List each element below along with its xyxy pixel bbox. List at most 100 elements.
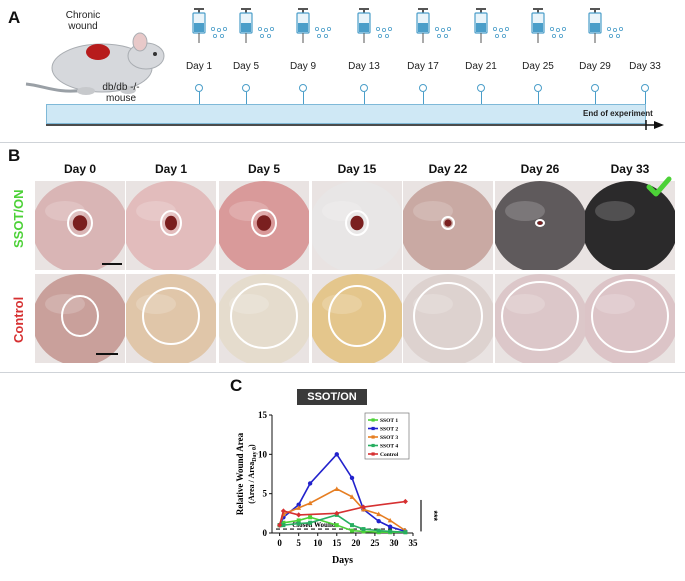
series-line (279, 514, 406, 534)
data-point (334, 523, 339, 528)
panel-a-letter: A (8, 8, 21, 27)
syringe-icon (527, 8, 549, 44)
scale-bar (102, 263, 122, 265)
panel-b-letter: B (8, 146, 21, 165)
photo-day-header: Day 22 (428, 162, 468, 176)
series-line (278, 500, 406, 526)
scale-bar (96, 353, 118, 355)
photo-day-header: Day 0 (63, 162, 97, 176)
treated-wound-photo (403, 181, 493, 270)
control-wound-photo (35, 274, 125, 363)
row-label-control: Control (11, 296, 26, 343)
timeline-day-label: Day 33 (629, 61, 661, 72)
data-point (307, 500, 313, 506)
syringe-icon (292, 8, 314, 44)
treated-wound-photo (585, 181, 675, 270)
photo-day-header: Day 33 (610, 162, 650, 176)
data-point (280, 508, 287, 514)
data-point (350, 528, 355, 533)
legend-entry: SSOT 3 (380, 435, 398, 441)
data-point (376, 519, 381, 524)
control-wound-photo (126, 274, 216, 363)
panel-c-letter: C (230, 376, 243, 395)
x-tick-label: 30 (389, 538, 399, 548)
data-point (296, 502, 301, 507)
data-point (307, 481, 313, 486)
timeline-bar (46, 104, 646, 124)
timeline-marker (242, 84, 250, 92)
x-tick-label: 35 (409, 538, 419, 548)
series-line (278, 488, 406, 532)
y-tick-label: 0 (263, 528, 268, 538)
chart-title: SSOT/ON (297, 389, 367, 405)
timeline-stem (364, 92, 365, 104)
photo-day-header: Day 26 (520, 162, 560, 176)
syringe-icon (235, 8, 257, 44)
row-label-treated: SSOT/ON (11, 189, 26, 248)
data-point (388, 529, 393, 534)
timeline-day-label: Day 25 (522, 61, 554, 72)
timeline-stem (303, 92, 304, 104)
data-point (296, 521, 301, 526)
timeline-arrow (46, 120, 664, 130)
legend-entry: SSOT 1 (380, 418, 398, 424)
data-point (387, 524, 393, 529)
cells-icon (434, 26, 452, 40)
legend-marker (371, 418, 375, 422)
legend-entry: SSOT 4 (380, 444, 398, 450)
divider-a-b (0, 142, 685, 143)
timeline-marker (195, 84, 203, 92)
timeline-stem (645, 92, 646, 104)
syringe-icon (584, 8, 606, 44)
y-tick-label: 5 (263, 489, 268, 499)
timeline-day-label: Day 9 (289, 61, 317, 72)
timeline-day-label: Day 1 (185, 61, 213, 72)
timeline-day-label: Day 21 (465, 61, 497, 72)
timeline-day-label: Day 13 (348, 61, 380, 72)
x-tick-label: 10 (313, 538, 323, 548)
data-point (402, 498, 408, 505)
data-point (350, 523, 355, 528)
data-point (361, 527, 366, 532)
check-mark-icon (646, 176, 672, 197)
syringe-icon (412, 8, 434, 44)
data-point (361, 529, 366, 534)
data-point (296, 505, 302, 510)
closed-wound-label: Closed Wound (292, 521, 336, 529)
timeline-marker (477, 84, 485, 92)
timeline-stem (481, 92, 482, 104)
control-wound-photo (219, 274, 309, 363)
treated-wound-photo (312, 181, 402, 270)
timeline-day-label: Day 17 (407, 61, 439, 72)
legend-marker (371, 435, 375, 439)
timeline-stem (423, 92, 424, 104)
timeline-day-label: Day 29 (579, 61, 611, 72)
x-tick-label: 0 (277, 538, 282, 548)
photo-day-header: Day 1 (154, 162, 188, 176)
y-axis-label-secondary: (Area / AreaDay 0) (247, 444, 258, 504)
x-tick-label: 25 (370, 538, 380, 548)
data-point (376, 511, 382, 517)
end-of-experiment-label: End of experiment (583, 109, 653, 118)
legend-entry: Control (380, 452, 399, 458)
syringe-icon (188, 8, 210, 44)
data-point (281, 520, 286, 525)
y-tick-label: 10 (258, 449, 268, 459)
x-axis-label: Days (332, 555, 353, 566)
cells-icon (210, 26, 228, 40)
timeline-stem (595, 92, 596, 104)
data-point (308, 515, 313, 520)
cells-icon (375, 26, 393, 40)
data-point (387, 517, 393, 523)
data-point (281, 523, 286, 528)
legend-marker (371, 426, 375, 431)
data-point (403, 530, 408, 535)
divider-b-c (0, 372, 685, 373)
y-axis-label: Relative Wound Area (235, 432, 245, 515)
y-tick-label: 15 (258, 410, 268, 420)
significance-label: *** (429, 510, 439, 521)
control-wound-photo (403, 274, 493, 363)
cells-icon (314, 26, 332, 40)
control-wound-photo (495, 274, 585, 363)
